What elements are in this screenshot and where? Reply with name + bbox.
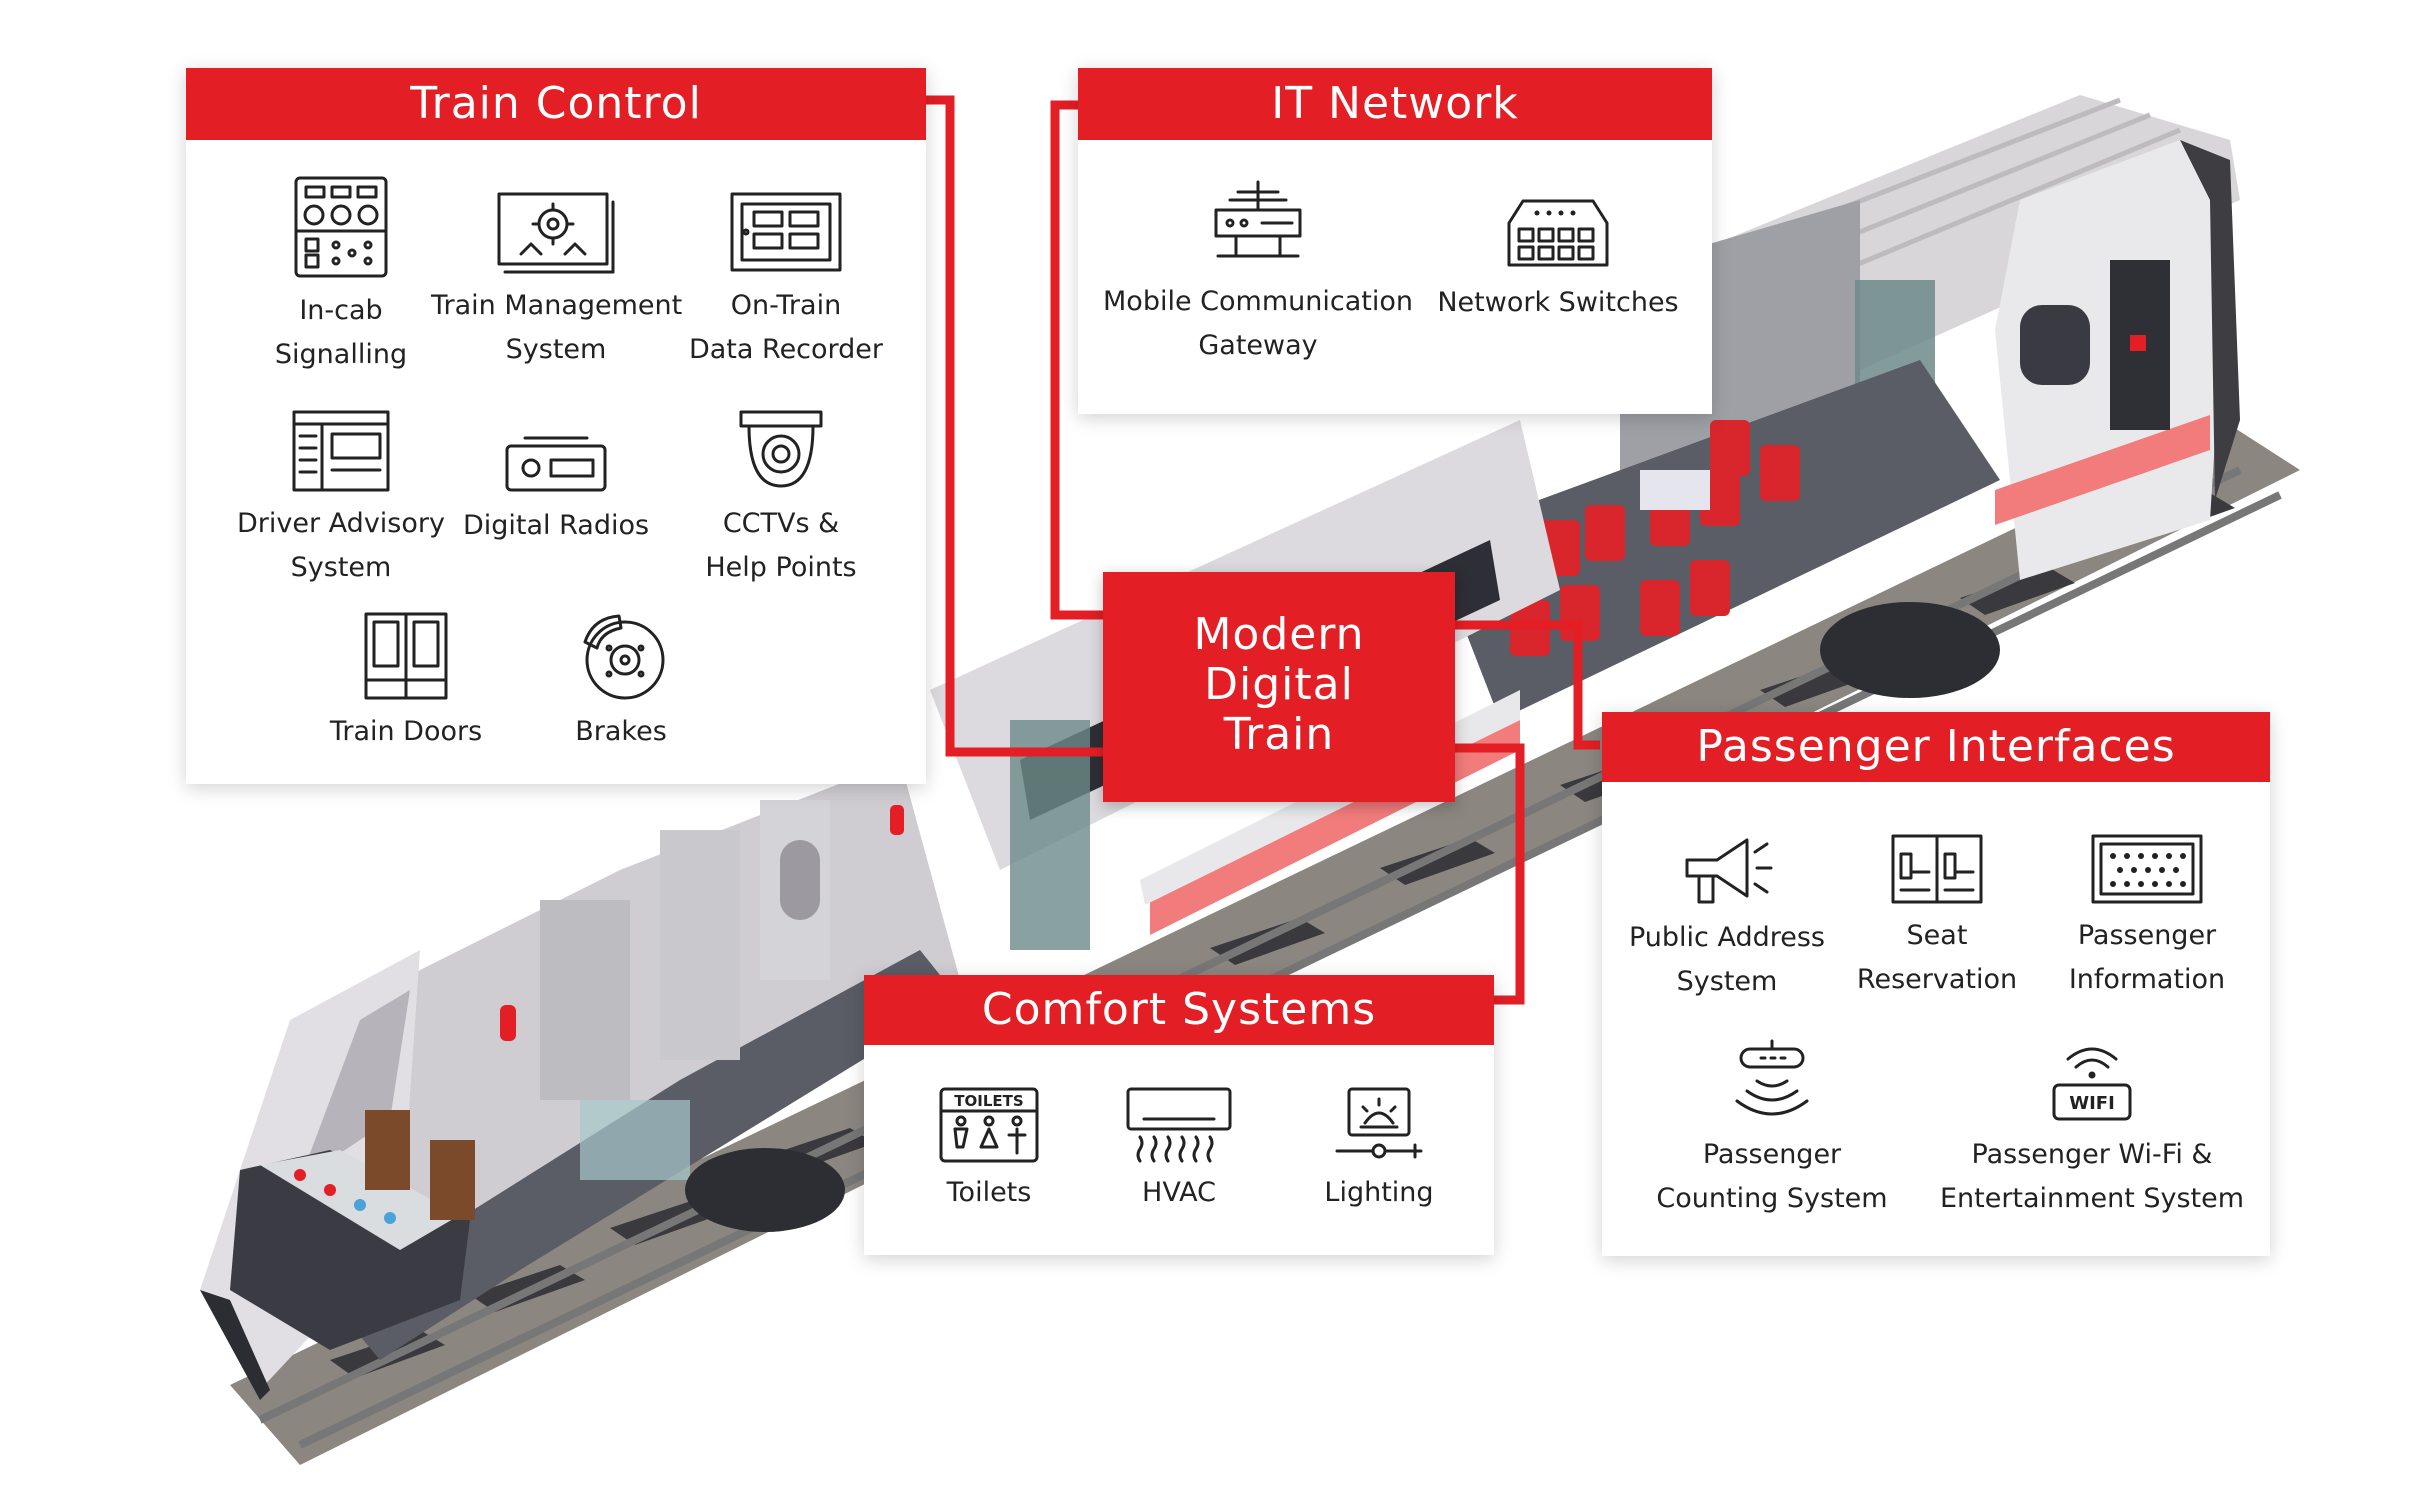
cctv-item: CCTVs & Help Points — [681, 406, 881, 590]
cctv-label-2: Help Points — [705, 552, 857, 583]
train-management-item: Train Management System — [431, 188, 683, 372]
seat-reservation-label-2: Reservation — [1856, 964, 2018, 995]
passenger-wifi-label-1: Passenger Wi-Fi & — [1971, 1139, 2213, 1170]
passenger-interfaces-panel: Passenger Interfaces Public Address Syst… — [1602, 712, 2270, 1256]
data-recorder-item: On-Train Data Recorder — [676, 188, 896, 372]
toilets-item: TOILETS Toilets — [904, 1085, 1074, 1215]
control-panel-icon — [294, 176, 388, 278]
toilets-sign-text: TOILETS — [954, 1092, 1023, 1110]
incab-signalling-item: In-cab Signalling — [226, 173, 456, 377]
seat-reservation-label-1: Seat — [1906, 920, 1968, 951]
brake-disc-icon — [583, 614, 665, 700]
connector-comfort — [1455, 743, 1525, 1005]
comfort-systems-title: Comfort Systems — [864, 975, 1494, 1045]
doors-icon — [364, 612, 448, 700]
train-control-title: Train Control — [186, 68, 926, 140]
toilets-sign-icon: TOILETS — [939, 1087, 1039, 1163]
gateway-label-1: Mobile Communication — [1103, 286, 1413, 317]
rear-carriage-stripe — [1995, 415, 2210, 525]
megaphone-icon — [1685, 838, 1773, 904]
train-management-label-2: System — [505, 334, 607, 365]
connector-it-network — [1050, 100, 1105, 620]
air-conditioner-icon — [1126, 1087, 1232, 1163]
it-network-title: IT Network — [1078, 68, 1712, 140]
wifi-router-icon: WIFI — [2052, 1047, 2132, 1121]
info-display-icon — [2091, 834, 2203, 904]
passenger-counting-label-2: Counting System — [1656, 1183, 1888, 1214]
public-address-label-2: System — [1676, 966, 1778, 997]
lighting-label: Lighting — [1324, 1177, 1434, 1208]
brakes-item: Brakes — [536, 608, 706, 754]
public-address-label-1: Public Address — [1628, 922, 1825, 953]
driver-advisory-label-1: Driver Advisory — [237, 508, 445, 539]
passenger-information-item: Passenger Information — [2042, 830, 2252, 1002]
modern-digital-train-hub: Modern Digital Train — [1103, 572, 1455, 802]
lighting-item: Lighting — [1284, 1085, 1474, 1215]
gateway-antenna-icon — [1214, 180, 1302, 258]
incab-signalling-label-2: Signalling — [274, 339, 408, 370]
network-switches-item: Network Switches — [1428, 193, 1688, 325]
gateway-item: Mobile Communication Gateway — [1098, 178, 1418, 368]
passenger-information-label-2: Information — [2068, 964, 2226, 995]
lighting-dimmer-icon — [1335, 1087, 1423, 1159]
data-recorder-icon — [730, 192, 842, 272]
hub-line-3: Train — [1223, 709, 1335, 760]
train-management-label-1: Train Management — [431, 290, 683, 321]
counting-sensor-icon — [1735, 1039, 1809, 1116]
train-doors-item: Train Doors — [316, 608, 496, 754]
hvac-item: HVAC — [1094, 1085, 1264, 1215]
digital-radios-label: Digital Radios — [462, 510, 650, 541]
passenger-wifi-label-2: Entertainment System — [1939, 1183, 2245, 1214]
passenger-counting-item: Passenger Counting System — [1642, 1037, 1902, 1221]
network-switches-label: Network Switches — [1437, 287, 1679, 318]
passenger-information-label-1: Passenger — [2077, 920, 2217, 951]
data-recorder-label-1: On-Train — [730, 290, 842, 321]
gateway-label-2: Gateway — [1198, 330, 1318, 361]
digital-radios-item: Digital Radios — [436, 428, 676, 548]
monitor-gear-icon — [497, 192, 615, 274]
data-recorder-label-2: Data Recorder — [688, 334, 884, 365]
hvac-label: HVAC — [1142, 1177, 1216, 1208]
passenger-interfaces-title: Passenger Interfaces — [1602, 712, 2270, 782]
connector-passenger — [1455, 620, 1600, 750]
bogies — [685, 602, 2000, 1232]
driver-advisory-item: Driver Advisory System — [206, 406, 476, 590]
public-address-item: Public Address System — [1622, 830, 1832, 1004]
brakes-label: Brakes — [575, 716, 667, 747]
comfort-systems-panel: Comfort Systems TOILETS Toilets HVAC — [864, 975, 1494, 1255]
front-windshield — [300, 990, 410, 1180]
passenger-counting-label-1: Passenger — [1702, 1139, 1842, 1170]
train-doors-label: Train Doors — [329, 716, 483, 747]
cctv-label-1: CCTVs & — [722, 508, 840, 539]
radio-icon — [505, 436, 607, 492]
hub-line-1: Modern — [1193, 609, 1365, 660]
hub-line-2: Digital — [1204, 659, 1354, 710]
seat-reservation-icon — [1891, 834, 1983, 904]
network-switch-icon — [1507, 199, 1609, 267]
connector-train-control — [925, 95, 1105, 757]
incab-signalling-label-1: In-cab — [299, 295, 383, 326]
it-network-panel: IT Network Mobile Communication Gateway — [1078, 68, 1712, 414]
train-control-panel: Train Control In-cab Signalling — [186, 68, 926, 784]
passenger-wifi-item: WIFI Passenger Wi-Fi & Entertainment Sys… — [1932, 1037, 2252, 1221]
advisory-screen-icon — [292, 410, 390, 492]
wifi-sign-text: WIFI — [2069, 1093, 2115, 1114]
seat-reservation-item: Seat Reservation — [1842, 830, 2032, 1002]
cctv-dome-icon — [739, 410, 823, 488]
toilets-label: Toilets — [946, 1177, 1032, 1208]
driver-advisory-label-2: System — [290, 552, 392, 583]
